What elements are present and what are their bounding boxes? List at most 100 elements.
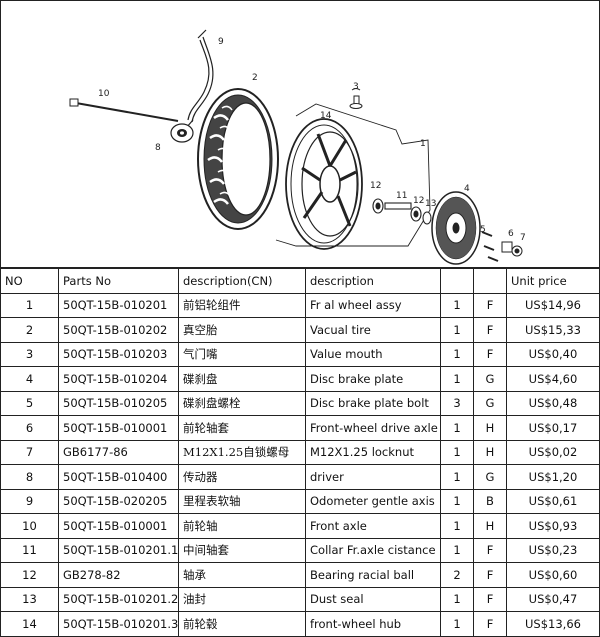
- callout-1: 1: [420, 139, 426, 149]
- cell-parts-no: GB6177-86: [58, 439, 179, 465]
- cell-unit-price: US$0,23: [506, 537, 600, 563]
- cell-description: Bearing racial ball: [305, 562, 441, 588]
- cell-parts-no: 50QT-15B-010001: [58, 513, 179, 539]
- cell-description: Front-wheel drive axle: [305, 415, 441, 441]
- cell-description-cn: 中间轴套: [178, 537, 306, 563]
- cell-quantity: 1: [440, 611, 474, 637]
- cell-description-cn: 传动器: [178, 464, 306, 490]
- cell-row-no: 1: [0, 292, 59, 318]
- cell-unit-price: US$0,60: [506, 562, 600, 588]
- cell-group-code: G: [473, 464, 507, 490]
- callout-10: 10: [98, 89, 110, 99]
- cell-unit-price: US$0,61: [506, 488, 600, 514]
- cell-description: Dust seal: [305, 586, 441, 612]
- cell-row-no: 6: [0, 415, 59, 441]
- cell-quantity: 1: [440, 341, 474, 367]
- header-no: NO: [0, 268, 59, 294]
- cell-group-code: F: [473, 586, 507, 612]
- cell-description: driver: [305, 464, 441, 490]
- cell-quantity: 1: [440, 439, 474, 465]
- cell-parts-no: 50QT-15B-010203: [58, 341, 179, 367]
- assembly-outline-drawing: [275, 103, 431, 247]
- cell-description: Disc brake plate bolt: [305, 390, 441, 416]
- cell-description-cn: 前轮轴套: [178, 415, 306, 441]
- cell-unit-price: US$14,96: [506, 292, 600, 318]
- cell-group-code: H: [473, 513, 507, 539]
- cell-description-cn: M12X1.25自锁螺母: [178, 439, 306, 465]
- cell-quantity: 1: [440, 366, 474, 392]
- cell-row-no: 9: [0, 488, 59, 514]
- cell-description: Front axle: [305, 513, 441, 539]
- callout-14: 14: [320, 111, 332, 121]
- cell-row-no: 8: [0, 464, 59, 490]
- front-axle-drawing: [69, 98, 179, 122]
- cell-parts-no: 50QT-15B-010201.2: [58, 586, 179, 612]
- cell-group-code: F: [473, 611, 507, 637]
- callout-12a: 12: [370, 181, 381, 191]
- cell-parts-no: GB278-82: [58, 562, 179, 588]
- cell-description: Odometer gentle axis: [305, 488, 441, 514]
- table-header-row: NO Parts No description(CN) description …: [0, 268, 600, 294]
- cell-group-code: B: [473, 488, 507, 514]
- cell-description-cn: 真空胎: [178, 317, 306, 343]
- cell-row-no: 11: [0, 537, 59, 563]
- wheel-hub-drawing: [285, 118, 363, 250]
- cell-unit-price: US$4,60: [506, 366, 600, 392]
- cell-quantity: 1: [440, 586, 474, 612]
- brake-disc-drawing: [431, 191, 481, 265]
- cell-quantity: 1: [440, 488, 474, 514]
- cell-unit-price: US$0,47: [506, 586, 600, 612]
- cell-row-no: 5: [0, 390, 59, 416]
- cell-row-no: 2: [0, 317, 59, 343]
- cell-quantity: 1: [440, 292, 474, 318]
- callout-5: 5: [480, 225, 486, 235]
- cell-group-code: G: [473, 390, 507, 416]
- callout-2: 2: [252, 73, 258, 83]
- cell-parts-no: 50QT-15B-010202: [58, 317, 179, 343]
- cell-group-code: H: [473, 439, 507, 465]
- cell-group-code: F: [473, 562, 507, 588]
- cell-unit-price: US$0,02: [506, 439, 600, 465]
- bolts-drawing: [481, 231, 523, 262]
- driver-gear-drawing: [170, 123, 194, 143]
- callout-8: 8: [155, 143, 161, 153]
- cell-row-no: 10: [0, 513, 59, 539]
- cell-parts-no: 50QT-15B-010201.3: [58, 611, 179, 637]
- cell-row-no: 7: [0, 439, 59, 465]
- cell-description: Collar Fr.axle cistance: [305, 537, 441, 563]
- bearing-set-drawing: [372, 198, 432, 225]
- cell-group-code: F: [473, 317, 507, 343]
- cell-unit-price: US$0,93: [506, 513, 600, 539]
- cell-description-cn: 气门嘴: [178, 341, 306, 367]
- cell-description: Fr al wheel assy: [305, 292, 441, 318]
- valve-drawing: [349, 88, 363, 109]
- cell-description-cn: 轴承: [178, 562, 306, 588]
- cell-parts-no: 50QT-15B-020205: [58, 488, 179, 514]
- cell-unit-price: US$13,66: [506, 611, 600, 637]
- cell-parts-no: 50QT-15B-010400: [58, 464, 179, 490]
- cell-description-cn: 里程表软轴: [178, 488, 306, 514]
- cell-quantity: 1: [440, 317, 474, 343]
- cell-quantity: 1: [440, 415, 474, 441]
- cell-description: M12X1.25 locknut: [305, 439, 441, 465]
- cell-row-no: 4: [0, 366, 59, 392]
- cell-parts-no: 50QT-15B-010205: [58, 390, 179, 416]
- cell-description-cn: 前轮轴: [178, 513, 306, 539]
- header-parts-no: Parts No: [58, 268, 179, 294]
- cell-parts-no: 50QT-15B-010001: [58, 415, 179, 441]
- cell-row-no: 3: [0, 341, 59, 367]
- cell-unit-price: US$15,33: [506, 317, 600, 343]
- header-qty: [440, 268, 474, 294]
- header-unit-price: Unit price: [506, 268, 600, 294]
- cell-group-code: F: [473, 292, 507, 318]
